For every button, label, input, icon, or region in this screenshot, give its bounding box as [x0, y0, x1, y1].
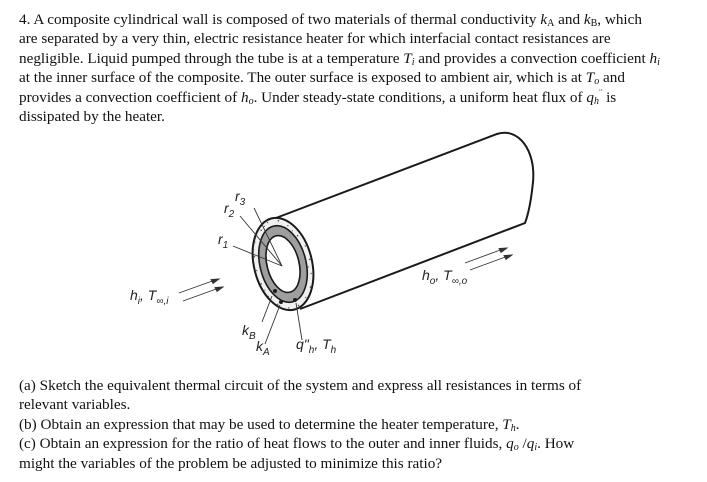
- problem-statement: 4. A composite cylindrical wall is compo…: [19, 10, 704, 126]
- cylinder-body: [267, 131, 535, 310]
- heater-label: q"h, Th: [296, 336, 337, 356]
- cylinder-outline: [267, 131, 535, 310]
- kA-label: kA: [256, 338, 270, 358]
- outer-flow-label: ho, T∞,o: [422, 267, 468, 287]
- intro-line-2: are separated by a very thin, electric r…: [19, 30, 611, 48]
- r2-leader: [239, 215, 283, 267]
- kA-leader: [264, 304, 281, 345]
- intro-line-1: 4. A composite cylindrical wall is compo…: [19, 11, 642, 29]
- speckle-pattern: [253, 220, 312, 310]
- heater-markers: [273, 289, 297, 304]
- r2-label: r2: [224, 200, 235, 220]
- inner-flow-label: hi, T∞,i: [130, 287, 169, 307]
- kB-leader: [261, 295, 273, 323]
- kB-label: kB: [242, 322, 256, 342]
- r1-label: r1: [218, 231, 228, 251]
- question-b: (b) Obtain an expression that may be use…: [19, 415, 520, 434]
- intro-line-4: at the inner surface of the composite. T…: [19, 69, 625, 88]
- radius-leaders: [232, 207, 303, 345]
- r3-leader: [253, 207, 283, 267]
- question-c-line-1: (c) Obtain an expression for the ratio o…: [19, 435, 575, 454]
- inner-flow-arrows: [178, 278, 225, 302]
- r3-label: r3: [235, 188, 246, 208]
- question-list: (a) Sketch the equivalent thermal circui…: [19, 376, 704, 473]
- intro-line-6: dissipated by the heater.: [19, 108, 165, 126]
- question-a-line-1: (a) Sketch the equivalent thermal circui…: [19, 377, 582, 394]
- intro-line-3: negligible. Liquid pumped through the tu…: [19, 49, 660, 68]
- r1-leader: [232, 245, 283, 267]
- question-c-line-2: might the variables of the problem be ad…: [19, 454, 443, 472]
- question-a-line-2: relevant variables.: [19, 396, 131, 414]
- outer-flow-arrows: [464, 247, 514, 271]
- heater-leader: [295, 302, 303, 341]
- intro-line-5: provides a convection coefficient of ho.…: [19, 87, 617, 107]
